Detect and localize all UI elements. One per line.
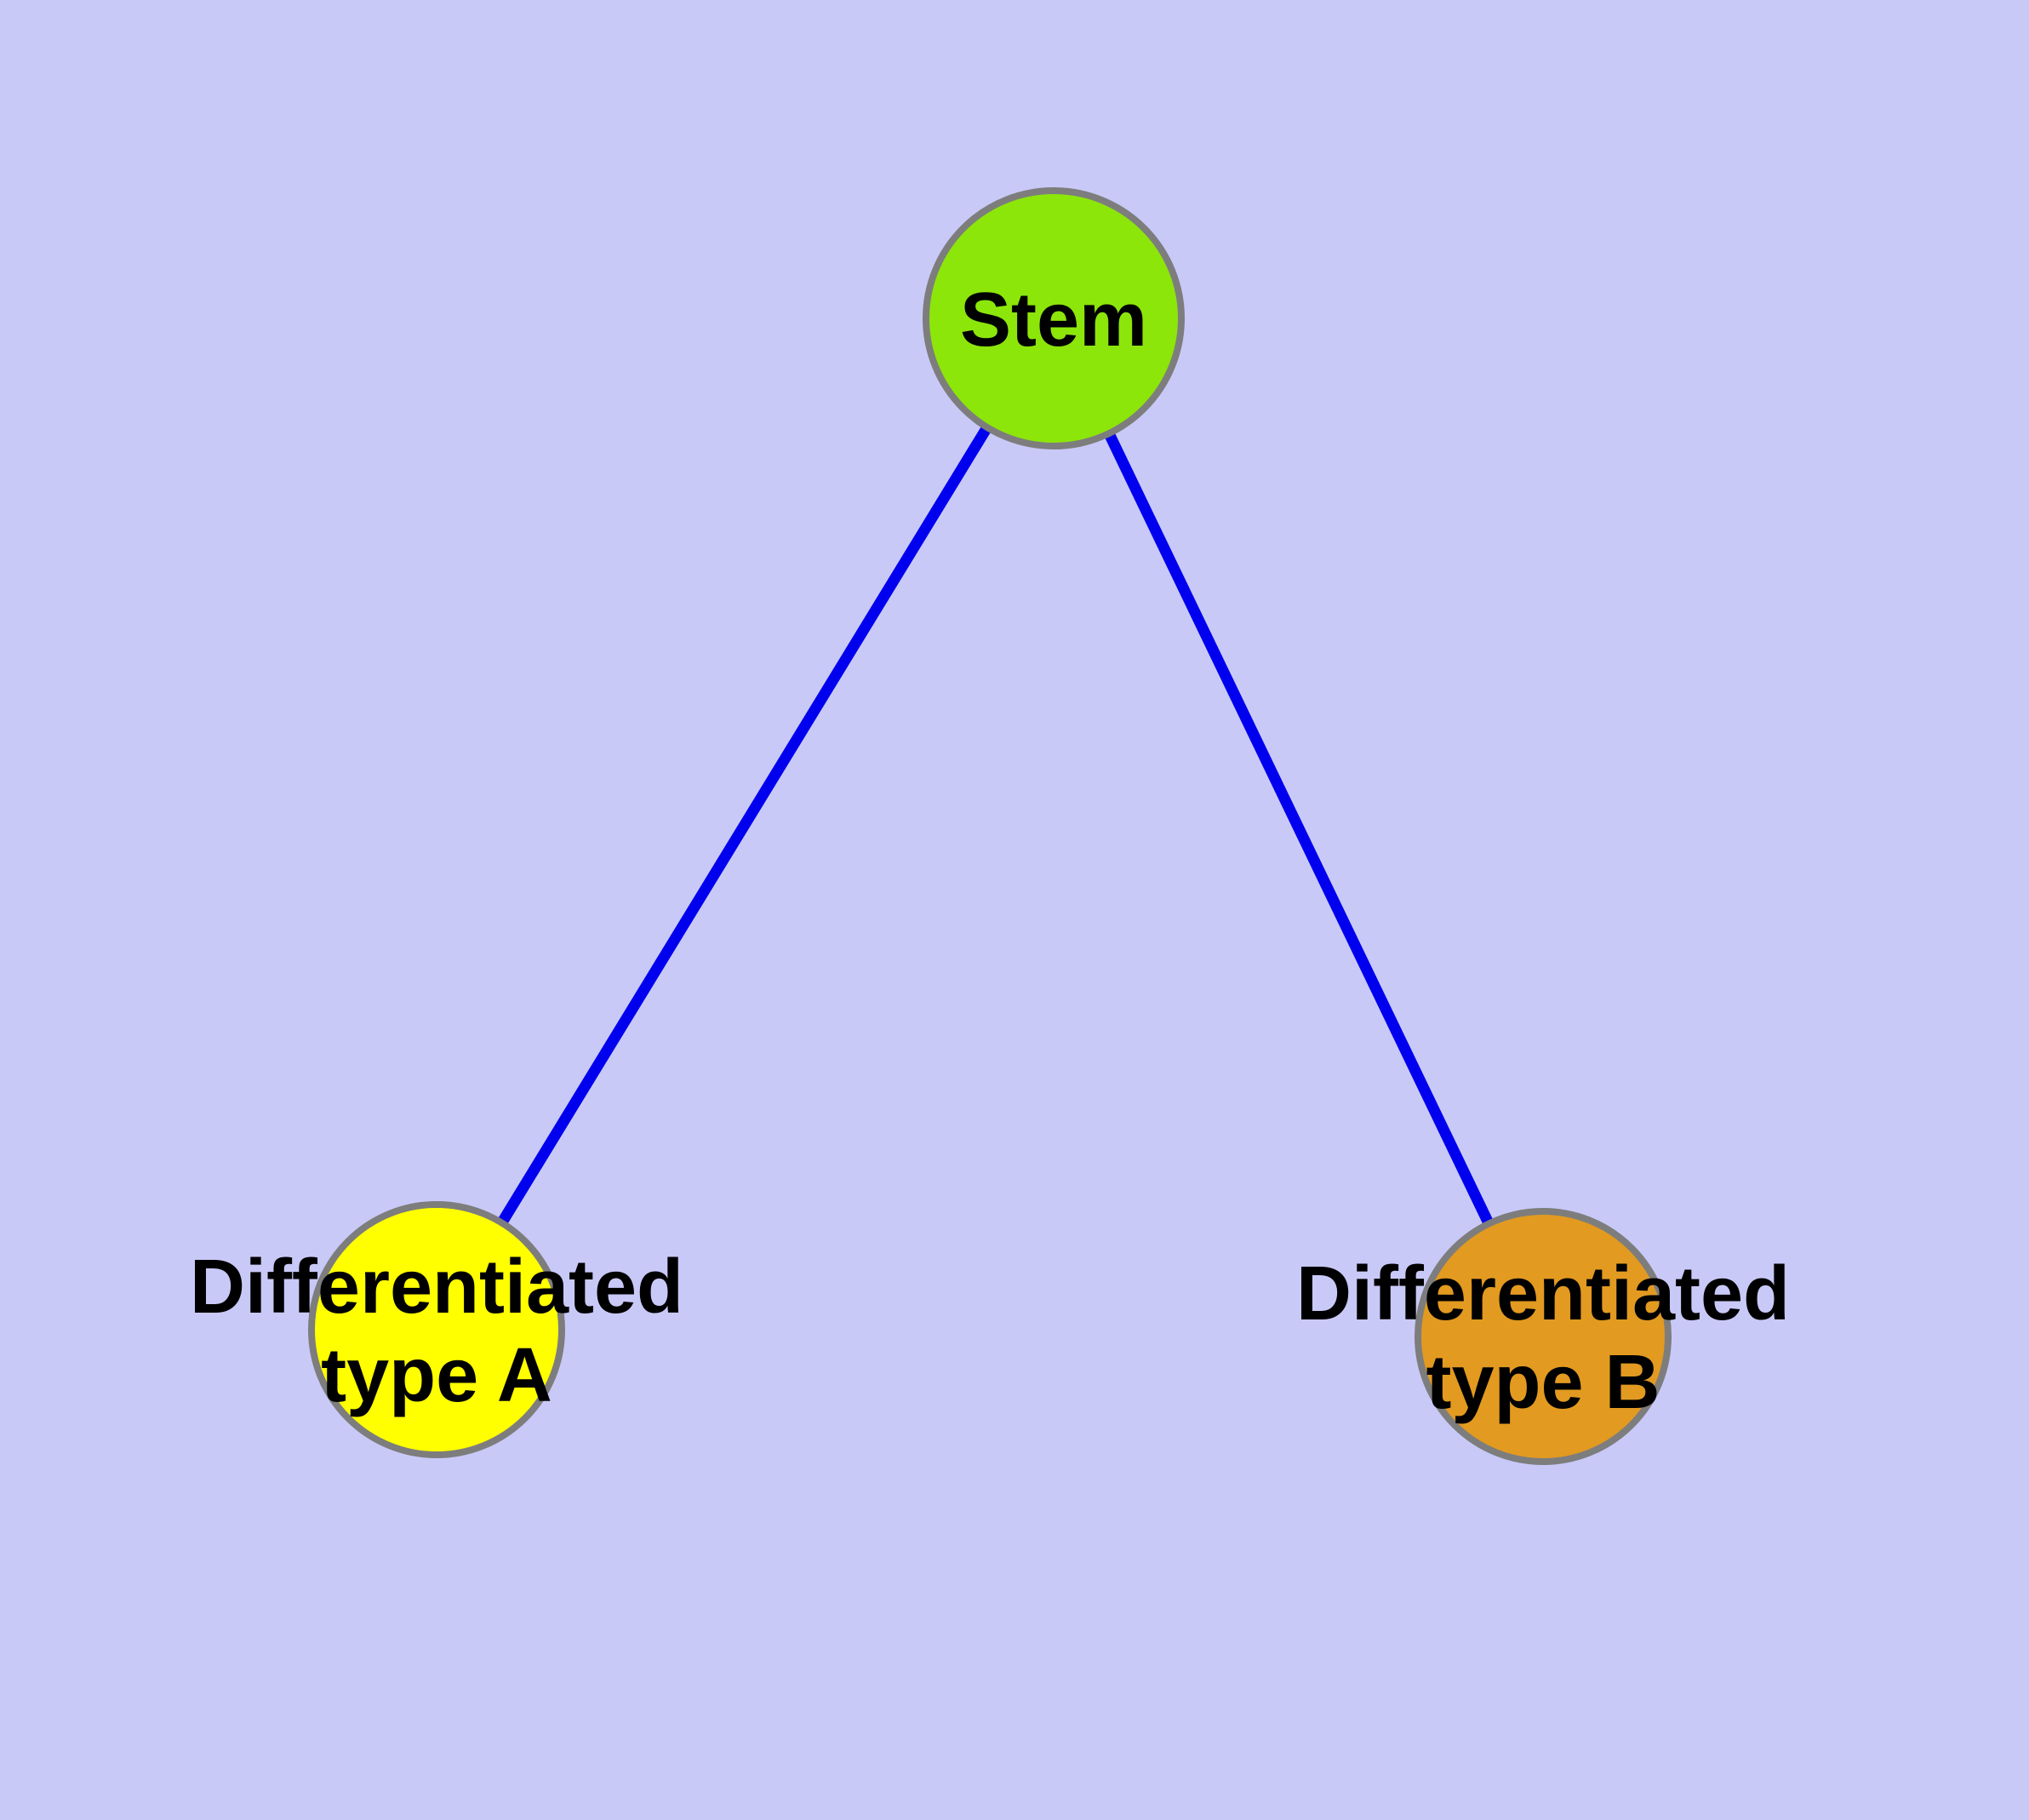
- node-differentiated-type-a: Differentiated type A: [190, 1201, 683, 1458]
- node-type-b-circle: [1415, 1208, 1672, 1465]
- node-stem-circle: [923, 187, 1185, 449]
- node-type-a-label-line1: Differentiated: [190, 1245, 683, 1330]
- node-type-b-label-line2: type B: [1426, 1340, 1660, 1425]
- node-type-a-label-line2: type A: [321, 1333, 552, 1418]
- node-type-b-label-line1: Differentiated: [1296, 1251, 1790, 1336]
- edge-stem-to-type-a: [432, 315, 1059, 1333]
- node-stem: Stem: [923, 187, 1185, 449]
- node-differentiated-type-b: Differentiated type B: [1296, 1208, 1790, 1465]
- edge-stem-to-type-b: [1049, 316, 1548, 1339]
- node-type-a-circle: [308, 1201, 565, 1458]
- node-stem-label: Stem: [960, 278, 1147, 363]
